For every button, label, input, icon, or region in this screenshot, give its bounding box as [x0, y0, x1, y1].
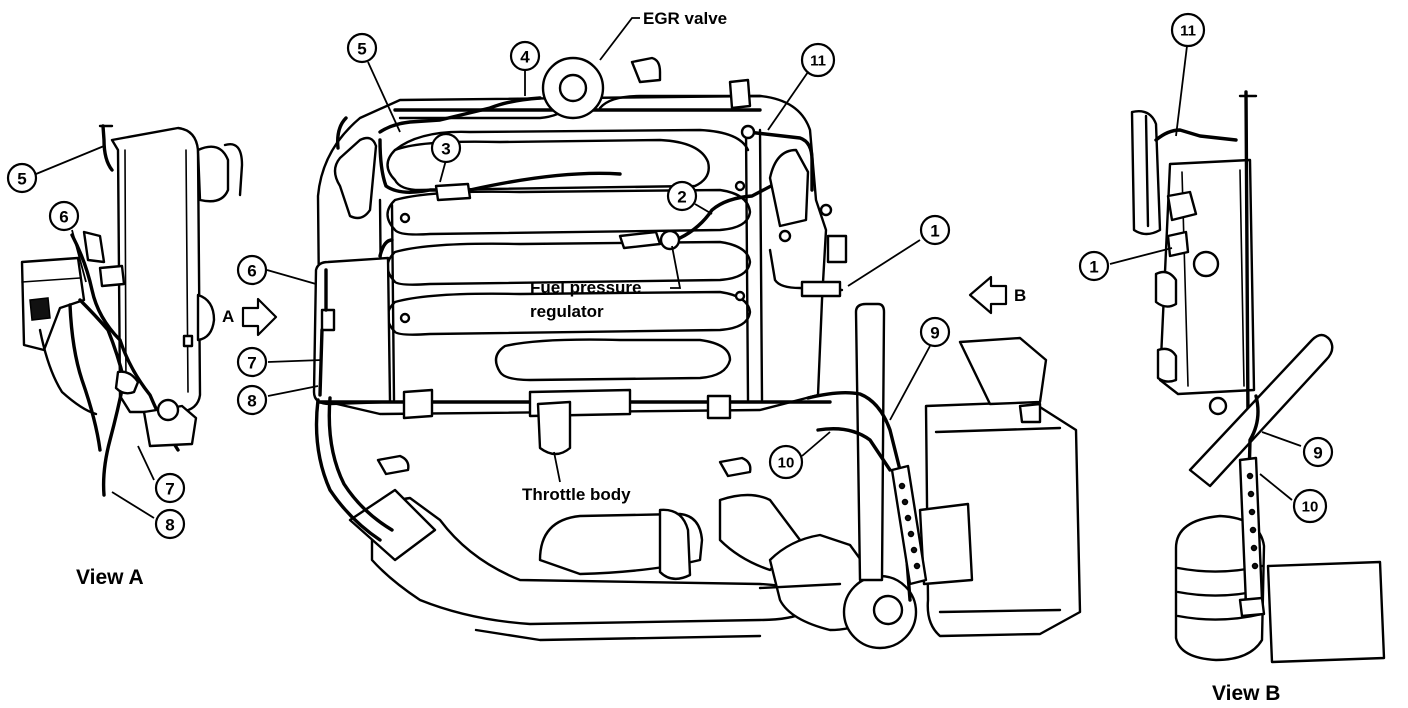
callout-main-7: 7 [236, 346, 268, 378]
fuel-pressure-label-line1: Fuel pressure [530, 278, 642, 297]
view-a-arrow: A [222, 297, 278, 337]
view-a-title: View A [76, 566, 144, 589]
svg-text:1: 1 [1089, 258, 1098, 277]
svg-text:7: 7 [165, 480, 174, 499]
svg-text:6: 6 [59, 208, 68, 227]
svg-text:5: 5 [357, 40, 366, 59]
callout-view-a-8: 8 [154, 508, 186, 540]
callout-leaders [35, 45, 1302, 519]
svg-text:3: 3 [441, 140, 450, 159]
svg-text:11: 11 [810, 53, 826, 70]
svg-text:9: 9 [1313, 444, 1322, 463]
svg-text:11: 11 [1180, 23, 1196, 40]
view-b-drawing [1130, 90, 1386, 664]
callout-main-8: 8 [236, 384, 268, 416]
svg-text:2: 2 [677, 188, 686, 207]
callout-view-b-1: 1 [1078, 250, 1110, 282]
callout-view-b-10: 10 [1292, 488, 1328, 524]
svg-text:7: 7 [247, 354, 256, 373]
view-b-title: View B [1212, 682, 1280, 705]
engine-main-drawing [312, 56, 1082, 650]
egr-valve-label: EGR valve [643, 9, 727, 28]
arrow-b-label: B [1014, 286, 1026, 305]
callout-main-6: 6 [236, 254, 268, 286]
throttle-body-label: Throttle body [522, 485, 631, 504]
svg-text:4: 4 [520, 48, 530, 67]
callout-main-5: 5 [346, 32, 378, 64]
callout-view-a-6: 6 [48, 200, 80, 232]
callout-view-b-11: 11 [1170, 12, 1206, 48]
svg-text:10: 10 [778, 455, 795, 472]
callout-view-a-5: 5 [6, 162, 38, 194]
svg-text:5: 5 [17, 170, 26, 189]
callout-main-2: 2 [666, 180, 698, 212]
callout-main-1: 1 [919, 214, 951, 246]
callout-main-11: 11 [800, 42, 836, 78]
view-b-arrow: B [968, 275, 1026, 315]
callout-view-b-9: 9 [1302, 436, 1334, 468]
view-a-drawing [20, 124, 244, 497]
svg-text:10: 10 [1302, 499, 1319, 516]
callout-view-a-7: 7 [154, 472, 186, 504]
callout-main-9: 9 [919, 316, 951, 348]
fuel-pressure-label-line2: regulator [530, 302, 604, 321]
callout-main-10: 10 [768, 444, 804, 480]
arrow-a-label: A [222, 307, 234, 326]
callout-main-3: 3 [430, 132, 462, 164]
svg-text:8: 8 [165, 516, 174, 535]
svg-text:1: 1 [930, 222, 939, 241]
svg-text:8: 8 [247, 392, 256, 411]
svg-text:9: 9 [930, 324, 939, 343]
callout-main-4: 4 [509, 40, 541, 72]
component-labels: EGR valve Fuel pressure regulator Thrott… [522, 9, 727, 504]
svg-text:6: 6 [247, 262, 256, 281]
